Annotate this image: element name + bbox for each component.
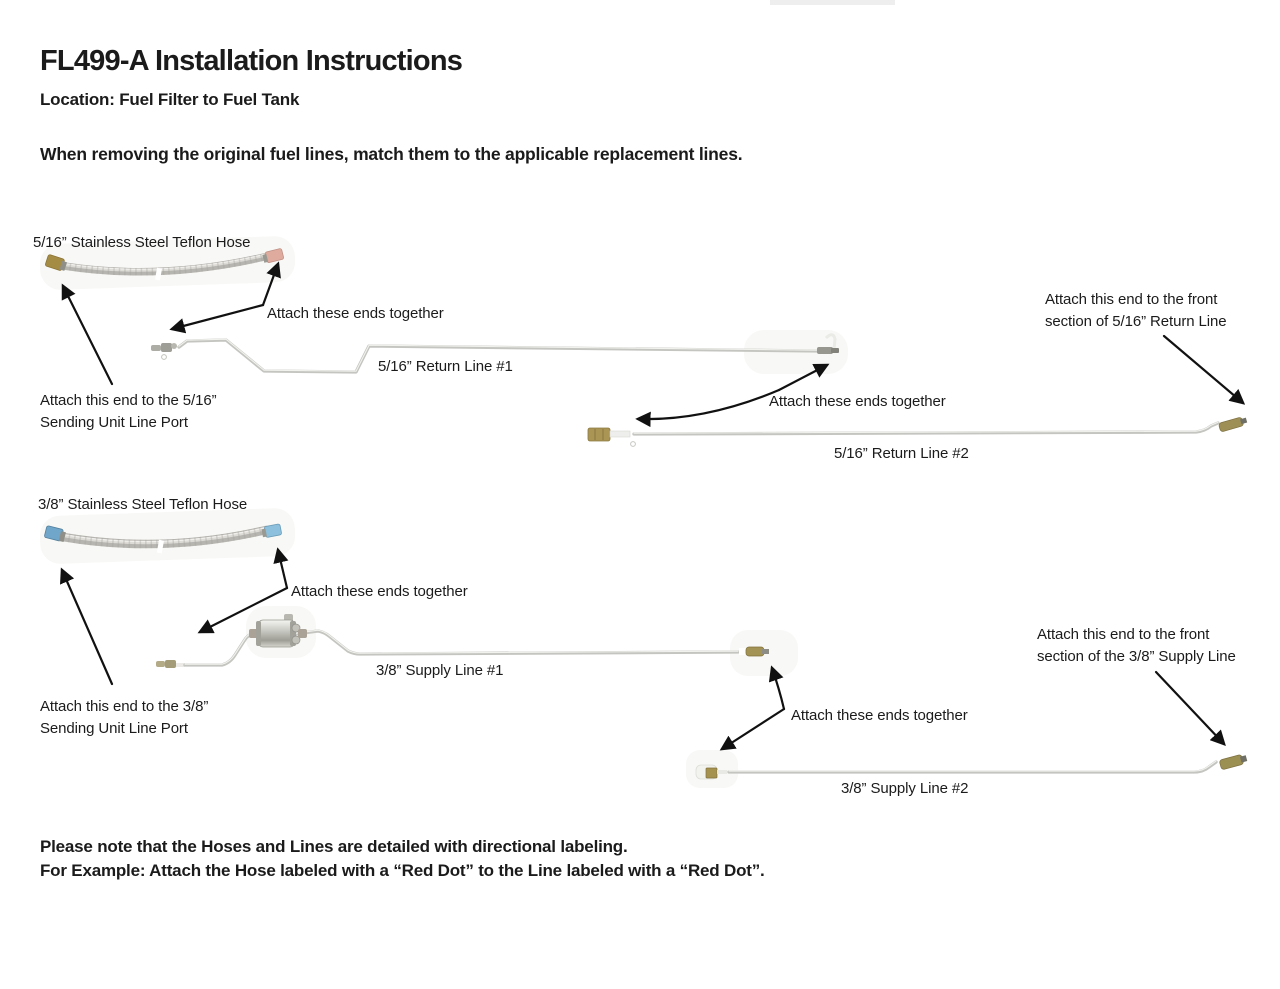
sending-unit-note-3-8-line2: Sending Unit Line Port <box>40 720 189 737</box>
arrow-to-line2-start <box>719 707 786 751</box>
footer-note-2: For Example: Attach the Hose labeled wit… <box>40 861 765 880</box>
hose-gap <box>154 267 162 281</box>
line-end-fitting <box>817 347 833 354</box>
sending-unit-note-5-16-line1: Attach this end to the 5/16” <box>40 392 217 409</box>
page-title: FL499-A Installation Instructions <box>40 45 462 77</box>
arrow-to-sending-end <box>61 283 114 386</box>
supply-line-2-label: 3/8” Supply Line #2 <box>841 780 968 797</box>
hose-fitting-blue-right <box>261 523 282 538</box>
top-edge-artifact <box>770 0 895 5</box>
arrow-to-line1-start <box>197 586 289 634</box>
arrow-to-line2-end <box>1154 670 1226 747</box>
hose-3-8 <box>44 523 282 554</box>
line-end-fitting <box>1218 417 1248 432</box>
attach-ends-label-hose-3-8: Attach these ends together <box>291 583 468 600</box>
fuel-filter <box>249 614 307 648</box>
hose-label-5-16: 5/16” Stainless Steel Teflon Hose <box>33 234 250 251</box>
attach-ends-label-hose-5-16: Attach these ends together <box>267 305 444 322</box>
front-section-note-3-8-line1: Attach this end to the front <box>1037 626 1210 643</box>
return-line-1-label: 5/16” Return Line #1 <box>378 358 513 375</box>
front-section-note-3-8-line2: section of the 3/8” Supply Line <box>1037 648 1236 665</box>
intro-line: When removing the original fuel lines, m… <box>40 144 742 164</box>
return-line-2 <box>587 417 1248 447</box>
line-clip <box>824 333 837 351</box>
supply-line-1 <box>156 614 769 668</box>
attach-ends-label-lines-5-16: Attach these ends together <box>769 393 946 410</box>
arrow-to-line2-start <box>635 388 781 428</box>
arrow-to-hose-end <box>273 547 289 590</box>
footer-note-1: Please note that the Hoses and Lines are… <box>40 837 628 856</box>
line-end-fitting <box>1219 754 1248 770</box>
supply-line-2 <box>695 754 1248 780</box>
location-line: Location: Fuel Filter to Fuel Tank <box>40 90 300 109</box>
return-line-1 <box>151 333 839 374</box>
attach-ends-label-lines-3-8: Attach these ends together <box>791 707 968 724</box>
arrows-5-16 <box>61 261 1246 428</box>
brass-nut <box>705 767 718 779</box>
sending-unit-note-5-16-line2: Sending Unit Line Port <box>40 414 189 431</box>
hose-fitting-blue-left <box>44 525 66 543</box>
front-section-note-5-16-line1: Attach this end to the front <box>1045 291 1218 308</box>
hose-fitting-pink <box>262 248 284 264</box>
hose-fitting-gold <box>45 254 68 271</box>
return-line-2-label: 5/16” Return Line #2 <box>834 445 969 462</box>
sending-unit-note-3-8-line1: Attach this end to the 3/8” <box>40 698 208 715</box>
arrow-to-hose-end <box>261 261 281 307</box>
hose-5-16 <box>45 248 284 281</box>
arrow-to-line2-end <box>1162 334 1246 405</box>
brass-nut <box>587 427 611 442</box>
hose-label-3-8: 3/8” Stainless Steel Teflon Hose <box>38 496 247 513</box>
line-end-fitting <box>745 646 769 657</box>
supply-line-1-label: 3/8” Supply Line #1 <box>376 662 503 679</box>
arrows-3-8 <box>60 547 1226 751</box>
arrow-to-line1-end <box>768 665 786 711</box>
arrow-to-line1-end <box>777 363 830 392</box>
hose-gap <box>156 539 164 554</box>
arrow-to-sending-end <box>60 567 114 686</box>
front-section-note-5-16-line2: section of 5/16” Return Line <box>1045 313 1226 330</box>
arrow-to-line1-start <box>169 303 265 334</box>
